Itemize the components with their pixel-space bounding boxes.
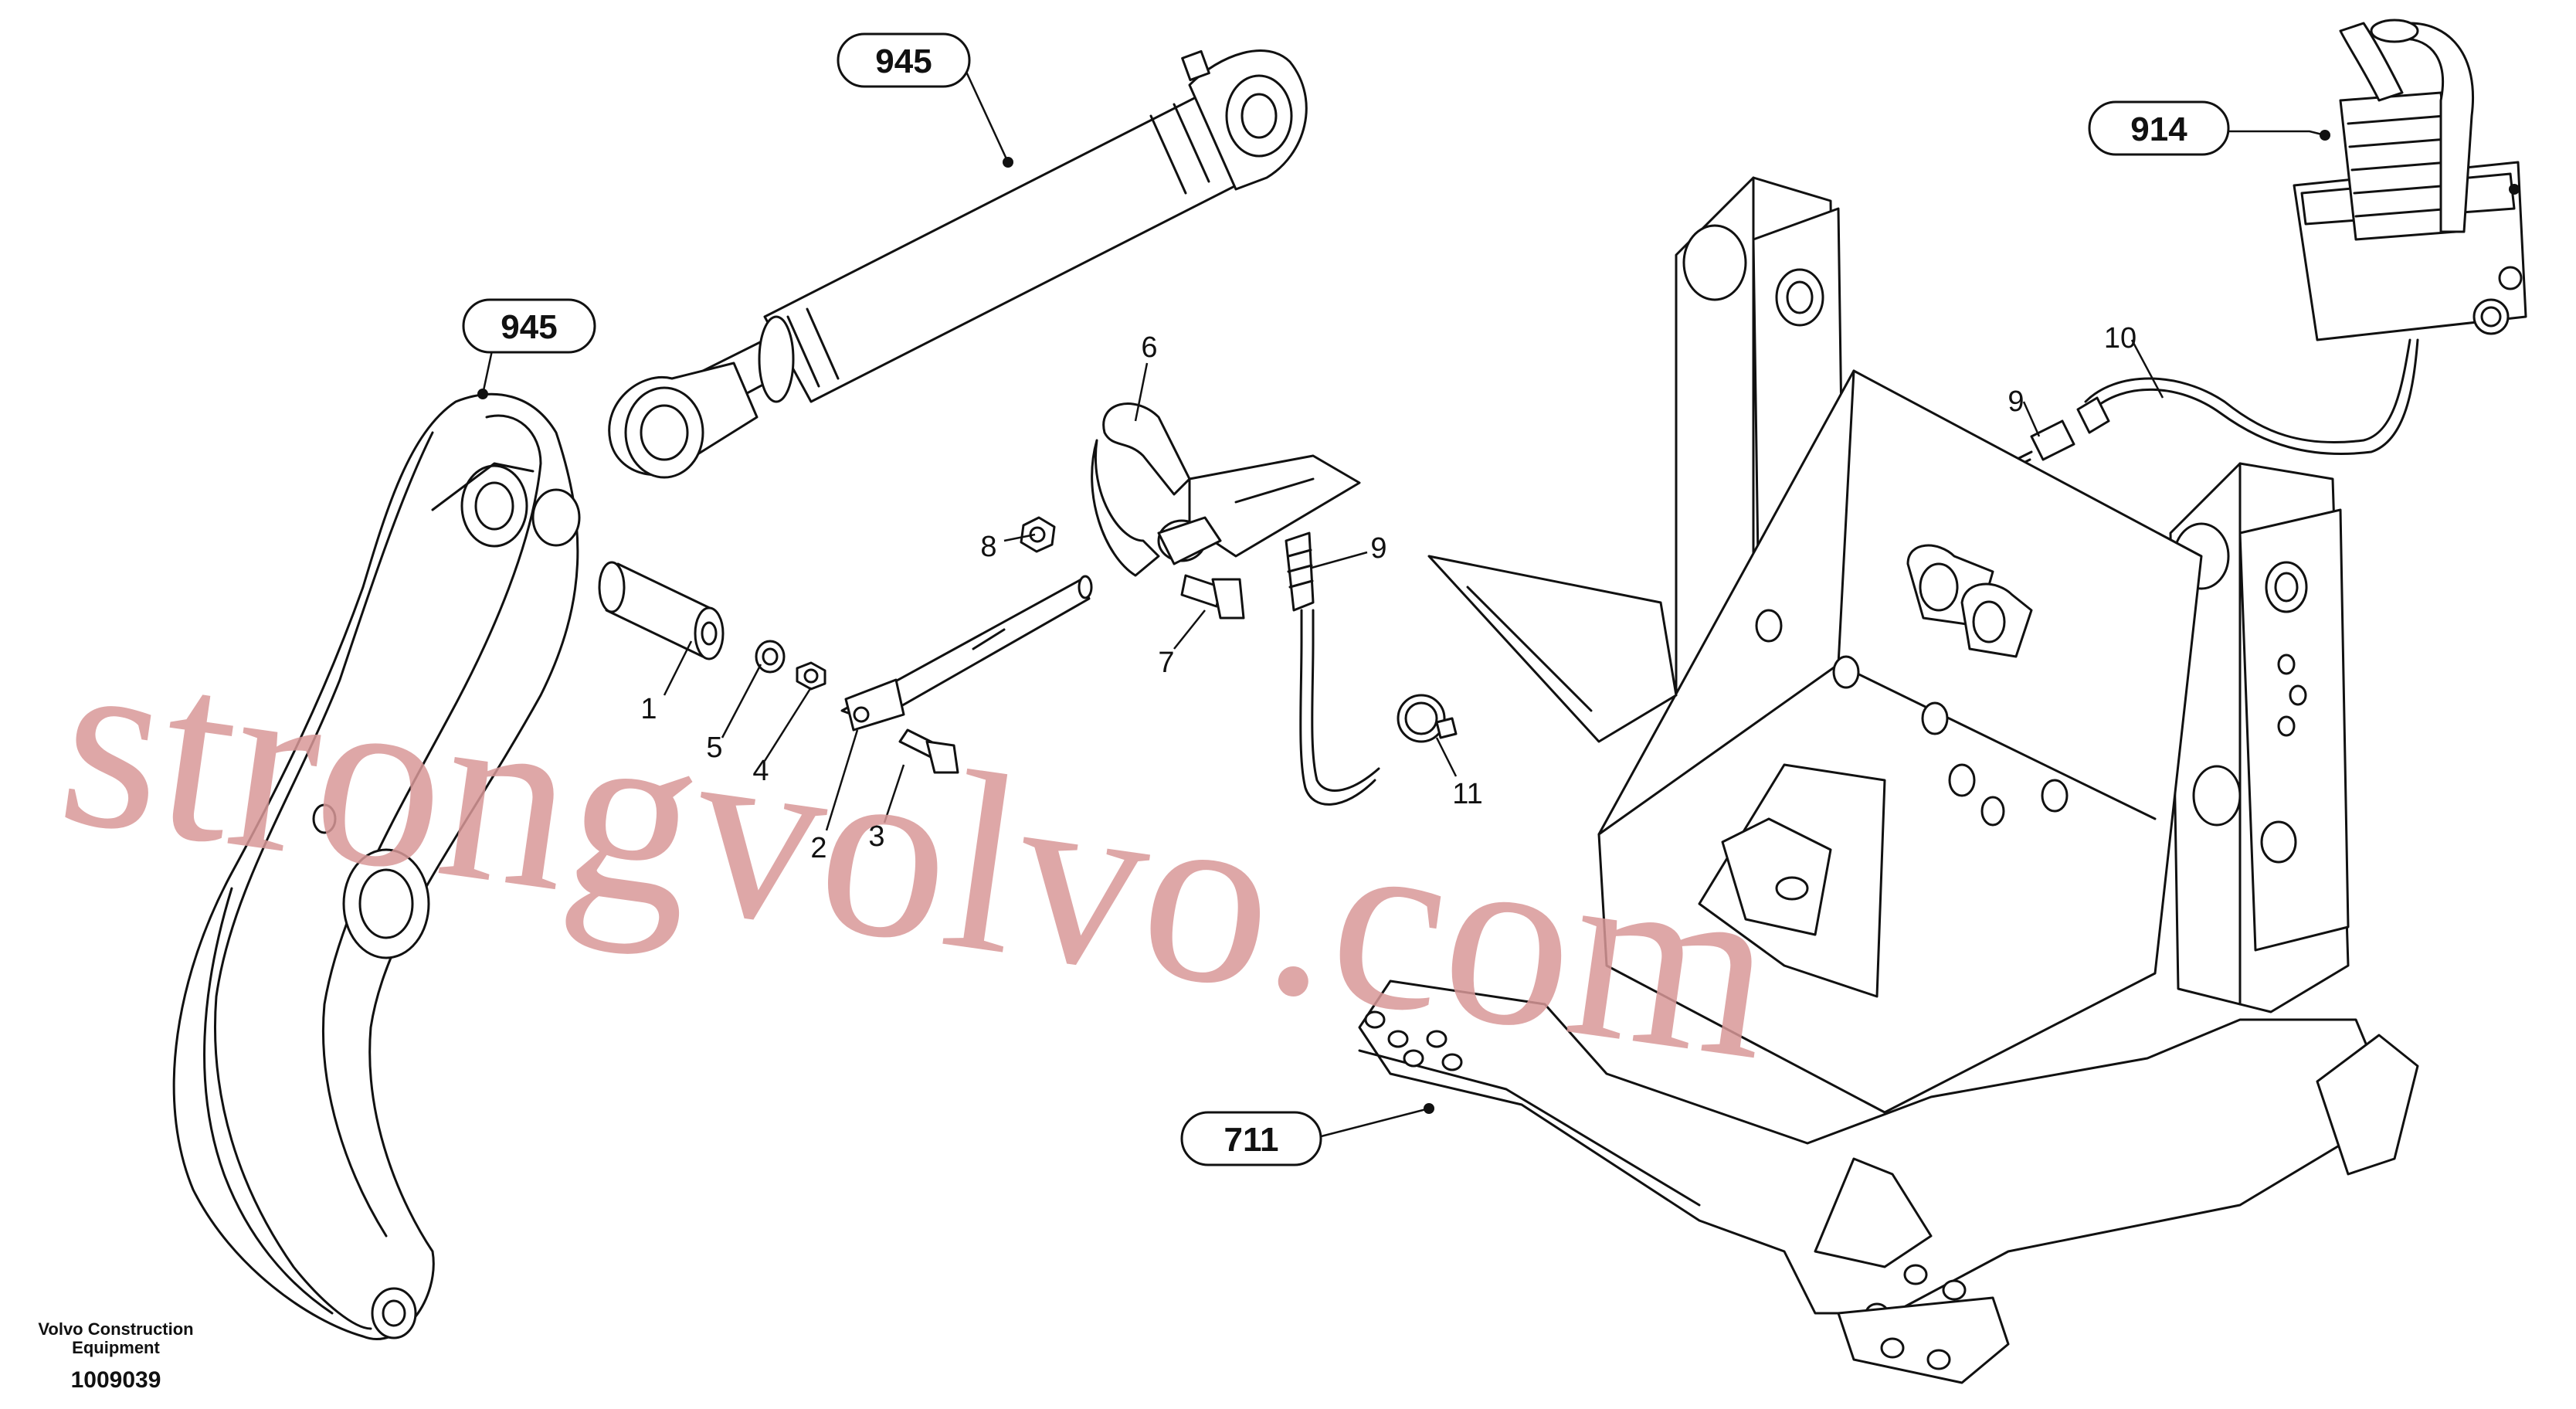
part-label-9-connector: 9 xyxy=(2008,385,2024,418)
document-number: 1009039 xyxy=(71,1367,161,1393)
callout-914-label: 914 xyxy=(2130,110,2187,148)
lock-bar xyxy=(840,575,1093,774)
clamp-bracket xyxy=(1020,402,1361,620)
callout-711: 711 xyxy=(1180,1111,1322,1166)
brand-line-1: Volvo Construction xyxy=(38,1319,193,1339)
part-label-8: 8 xyxy=(980,531,996,563)
callout-914: 914 xyxy=(2088,100,2230,156)
hydraulic-cylinder xyxy=(608,49,1308,479)
callout-945-left: 945 xyxy=(462,298,596,354)
part-label-11: 11 xyxy=(1452,778,1482,810)
part-label-3: 3 xyxy=(868,820,884,853)
part-label-6: 6 xyxy=(1141,331,1157,364)
pin-assembly xyxy=(598,561,826,691)
leader-lines xyxy=(477,61,2520,1141)
sensor-cable xyxy=(1285,531,1458,806)
part-label-2: 2 xyxy=(810,832,826,864)
callout-945-top-label: 945 xyxy=(875,42,932,80)
callout-711-label: 711 xyxy=(1224,1121,1279,1159)
part-label-1: 1 xyxy=(640,693,657,725)
part-label-9-sensor: 9 xyxy=(1370,532,1386,565)
lift-arm xyxy=(172,392,581,1340)
brand-line-2: Equipment xyxy=(72,1338,160,1357)
part-numbers: 1 2 3 4 5 6 7 8 9 9 10 11 xyxy=(640,322,2136,864)
part-label-10: 10 xyxy=(2104,322,2136,355)
callout-945-left-label: 945 xyxy=(501,308,557,346)
callout-945-top: 945 xyxy=(837,32,971,88)
part-label-5: 5 xyxy=(706,732,722,764)
front-frame xyxy=(1358,176,2419,1384)
part-label-4: 4 xyxy=(752,755,769,787)
control-valve xyxy=(1997,19,2527,477)
footer: Volvo Construction Equipment 1009039 xyxy=(38,1319,193,1393)
part-label-7: 7 xyxy=(1158,647,1174,679)
